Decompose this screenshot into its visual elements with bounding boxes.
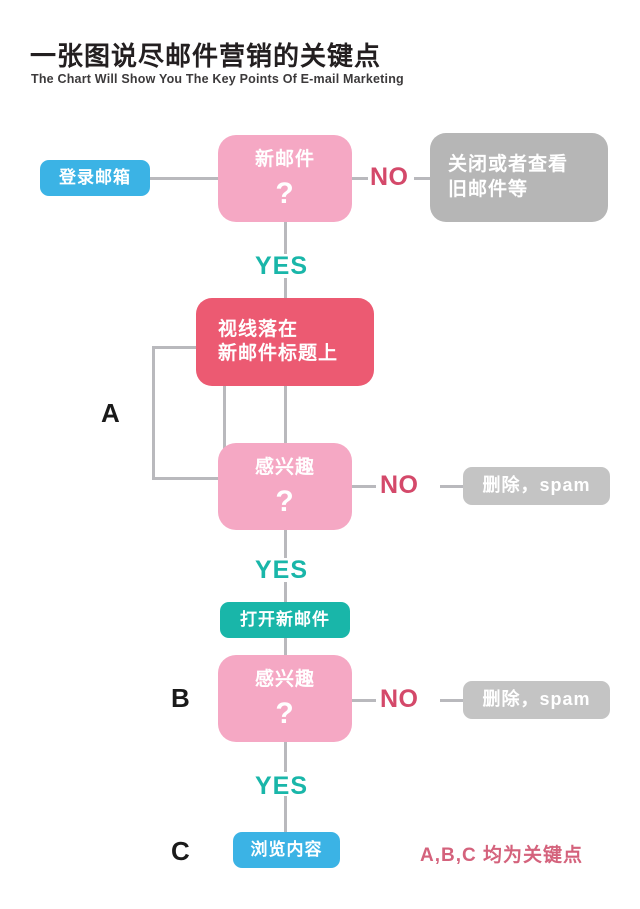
node-interest-b-question: ?: [275, 697, 295, 731]
footnote-key-points: A,B,C 均为关键点: [420, 845, 584, 866]
page-subtitle: The Chart Will Show You The Key Points O…: [31, 72, 404, 86]
connector-yes-to-gaze: [284, 278, 287, 298]
node-open-new-mail-label: 打开新邮件: [240, 610, 330, 630]
connector-newmail-down: [284, 222, 287, 254]
connector-interest-b-down: [284, 742, 287, 772]
connector-no-to-closeold: [414, 177, 432, 180]
node-gaze-line1: 视线落在: [218, 318, 299, 340]
section-letter-a: A: [101, 398, 120, 428]
node-delete-spam-b[interactable]: 删除，spam: [463, 681, 610, 719]
node-browse-content[interactable]: 浏览内容: [233, 832, 340, 868]
node-delete-spam-a-label: 删除，spam: [482, 475, 591, 496]
node-interest-decision-b[interactable]: 感兴趣 ?: [218, 655, 352, 742]
page-title: 一张图说尽邮件营销的关键点: [30, 41, 382, 71]
edge-label-no-1: NO: [370, 163, 409, 191]
connector-interest-a-down: [284, 530, 287, 558]
node-close-or-view-old-line1: 关闭或者查看: [448, 154, 569, 176]
connector-newmail-to-no: [352, 177, 368, 180]
edge-label-no-3: NO: [380, 685, 419, 713]
connector-no-to-delete-a: [440, 485, 465, 488]
connector-yes-to-openmail: [284, 582, 287, 603]
connector-gaze-to-interest-a: [284, 386, 287, 444]
edge-label-no-2: NO: [380, 471, 419, 499]
edge-label-yes-3: YES: [255, 772, 309, 800]
connector-interest-a-to-no: [352, 485, 376, 488]
connector-no-to-delete-b: [440, 699, 465, 702]
node-login-mailbox-label: 登录邮箱: [59, 168, 131, 188]
node-delete-spam-a[interactable]: 删除，spam: [463, 467, 610, 505]
node-delete-spam-b-label: 删除，spam: [482, 689, 591, 710]
node-interest-b-label: 感兴趣: [254, 668, 315, 690]
node-close-or-view-old[interactable]: 关闭或者查看 旧邮件等: [430, 133, 608, 222]
node-browse-content-label: 浏览内容: [250, 840, 323, 860]
bracket-section-a: [152, 346, 226, 480]
node-new-mail-decision[interactable]: 新邮件 ?: [218, 135, 352, 222]
section-letter-b: B: [171, 683, 190, 713]
node-gaze-on-subject[interactable]: 视线落在 新邮件标题上: [196, 298, 374, 386]
node-new-mail-label: 新邮件: [254, 148, 315, 170]
node-gaze-line2: 新邮件标题上: [218, 343, 339, 364]
connector-openmail-to-interest-b: [284, 638, 287, 656]
node-interest-a-question: ?: [275, 485, 295, 519]
connector-yes-to-browse: [284, 796, 287, 833]
node-close-or-view-old-line2: 旧邮件等: [448, 178, 529, 200]
edge-label-yes-1: YES: [255, 252, 309, 280]
node-login-mailbox[interactable]: 登录邮箱: [40, 160, 150, 196]
node-interest-decision-a[interactable]: 感兴趣 ?: [218, 443, 352, 530]
section-letter-c: C: [171, 836, 190, 866]
edge-label-yes-2: YES: [255, 556, 309, 584]
connector-login-to-newmail: [148, 177, 220, 180]
node-new-mail-question: ?: [275, 177, 295, 211]
connector-interest-b-to-no: [352, 699, 376, 702]
node-open-new-mail[interactable]: 打开新邮件: [220, 602, 350, 638]
node-interest-a-label: 感兴趣: [254, 456, 315, 478]
